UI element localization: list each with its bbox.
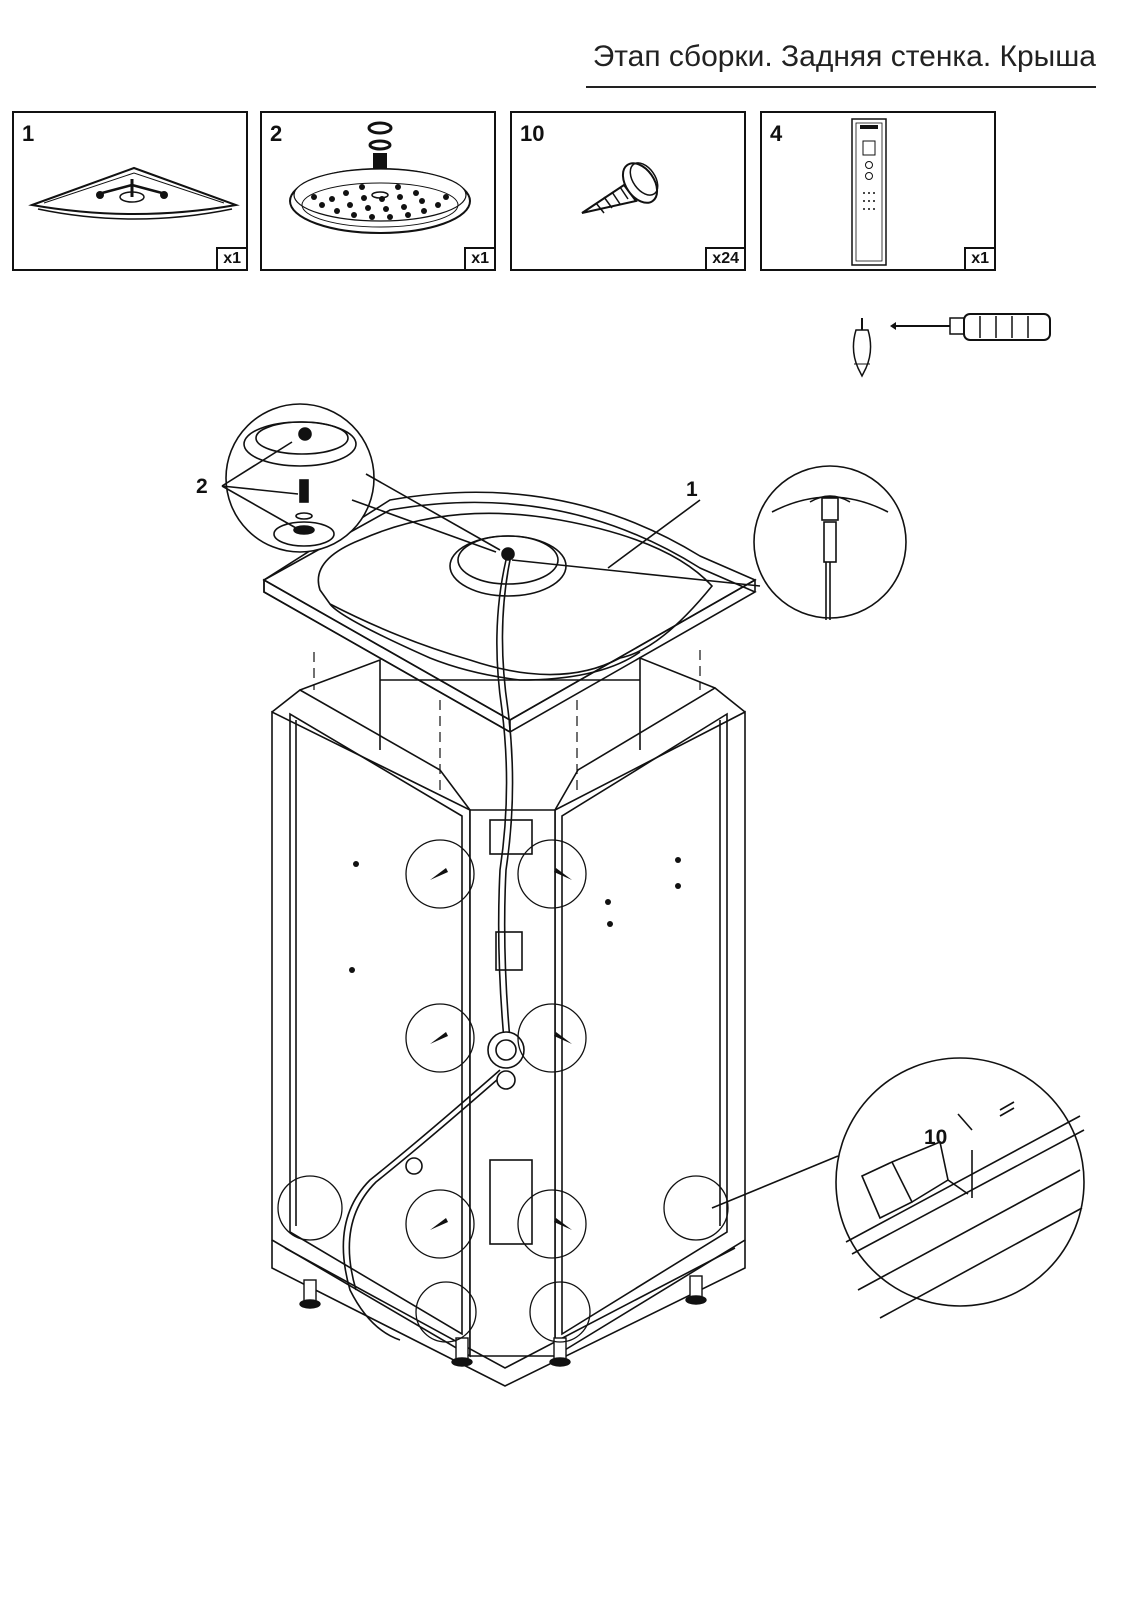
parts-list: 1 x1 2 [12, 111, 1022, 277]
assembly-diagram: 2 1 10 [196, 403, 1085, 1387]
part-number: 1 [22, 121, 35, 146]
screw-magnifier [711, 1057, 1085, 1319]
roof-dome-icon [28, 166, 240, 220]
screw-locations [277, 839, 729, 1343]
shower-panel-icon [851, 118, 887, 266]
part-quantity: x1 [464, 247, 494, 269]
part-number: 2 [270, 121, 283, 146]
part-card-shower-panel: 4 x1 [760, 111, 996, 271]
screwdriver-icon [852, 313, 1051, 378]
callout-label-shower-head: 2 [196, 475, 208, 498]
part-card-shower-head: 2 x1 [260, 111, 496, 271]
screw-icon [581, 162, 659, 214]
part-quantity: x1 [216, 247, 246, 269]
part-quantity: x24 [705, 247, 744, 269]
roof-panel [262, 491, 757, 734]
page-title: Этап сборки. Задняя стенка. Крыша [592, 40, 1096, 73]
part-number: 10 [520, 121, 545, 146]
rain-shower-head-icon [289, 121, 471, 234]
legs [299, 1275, 707, 1367]
cabin-body [271, 559, 746, 1387]
title-underline [586, 86, 1096, 88]
part-number: 4 [770, 121, 783, 146]
shower-head-magnifier [225, 403, 501, 553]
callout-label-screw: 10 [924, 1126, 947, 1149]
callout-label-roof: 1 [686, 478, 698, 501]
part-card-roof: 1 x1 [12, 111, 248, 271]
part-card-screw: 10 x24 [510, 111, 746, 271]
part-quantity: x1 [964, 247, 994, 269]
nut-magnifier [511, 465, 907, 620]
callout-2-arrows [221, 441, 299, 529]
